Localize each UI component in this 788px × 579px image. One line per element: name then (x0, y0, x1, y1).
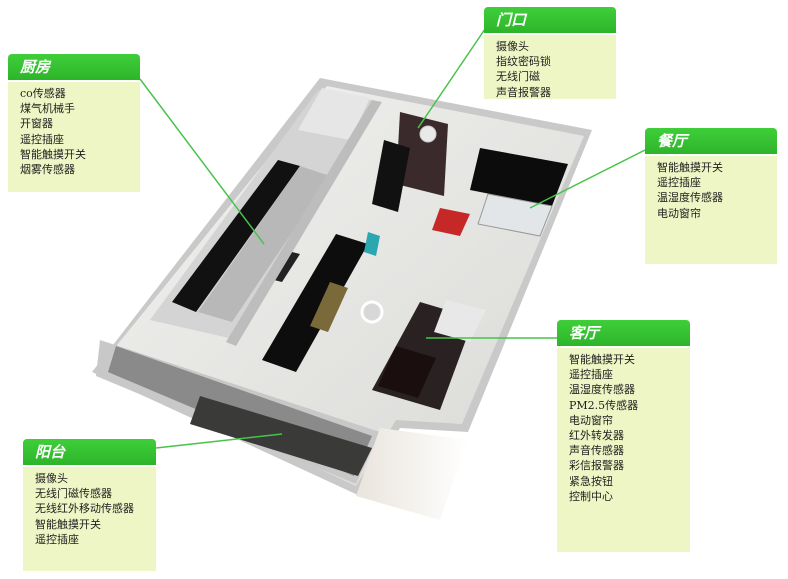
tv-wall (262, 234, 368, 372)
list-item: co传感器 (20, 87, 66, 100)
sofa (434, 300, 486, 342)
kitchen-bathroom (298, 88, 370, 140)
kitchen-counter (172, 160, 300, 312)
callout-kitchen-title: 厨房 (8, 54, 140, 80)
dining-table (477, 193, 553, 237)
coffee-table (378, 346, 436, 398)
list-item: 控制中心 (569, 489, 613, 503)
callout-balcony-title: 阳台 (23, 439, 156, 465)
heart-rug (432, 208, 470, 236)
connector-balcony (155, 433, 283, 449)
list-item: 智能触摸开关 (20, 147, 86, 161)
wall-painting (310, 282, 348, 332)
list-item: 智能触摸开关 (569, 353, 635, 366)
entrance-cabinet (372, 140, 410, 212)
list-item: 紧急按钮 (569, 474, 613, 488)
list-item: 温湿度传感器 (569, 383, 635, 397)
list-item: 遥控插座 (35, 532, 79, 546)
list-item: 无线红外移动传感器 (35, 502, 134, 516)
list-item: 温湿度传感器 (657, 191, 723, 205)
callout-kitchen: 厨房 co传感器 煤气机械手 开窗器 遥控插座 智能触摸开关 烟雾传感器 (8, 54, 140, 192)
list-item: 烟雾传感器 (20, 163, 75, 177)
list-item: 遥控插座 (20, 132, 64, 146)
list-item: 开窗器 (20, 117, 53, 131)
callout-entrance: 门口 摄像头 指纹密码锁 无线门磁 声音报警器 (484, 7, 616, 99)
callout-entrance-list: 摄像头 指纹密码锁 无线门磁 声音报警器 (484, 35, 616, 99)
teal-chair (364, 232, 380, 256)
list-item: 声音传感器 (569, 444, 624, 458)
divider-wall (226, 100, 382, 346)
list-item: 指纹密码锁 (496, 55, 551, 69)
list-item: 电动窗帘 (657, 206, 701, 220)
list-item: 红外转发器 (569, 429, 624, 443)
list-item: 智能触摸开关 (35, 517, 101, 531)
balcony-shadow (356, 428, 468, 520)
dining-window (470, 148, 568, 206)
list-item: 摄像头 (496, 40, 529, 53)
list-item: PM2.5传感器 (569, 398, 639, 412)
list-item: 彩信报警器 (569, 459, 624, 473)
connector-kitchen (139, 78, 265, 245)
callout-living-room: 客厅 智能触摸开关 遥控插座 温湿度传感器 PM2.5传感器 电动窗帘 红外转发… (557, 320, 690, 552)
list-item: 遥控插座 (569, 368, 613, 382)
living-sensor-marker (360, 300, 384, 324)
list-item: 摄像头 (35, 472, 68, 485)
callout-living-room-title: 客厅 (557, 320, 690, 346)
callout-balcony-list: 摄像头 无线门磁传感器 无线红外移动传感器 智能触摸开关 遥控插座 (23, 467, 156, 571)
connector-entrance (417, 28, 486, 129)
callout-dining: 餐厅 智能触摸开关 遥控插座 温湿度传感器 电动窗帘 (645, 128, 777, 264)
list-item: 无线门磁 (496, 70, 540, 84)
connector-dining (529, 149, 646, 209)
callout-dining-title: 餐厅 (645, 128, 777, 154)
callout-entrance-title: 门口 (484, 7, 616, 33)
balcony-railing (190, 396, 372, 476)
list-item: 遥控插座 (657, 176, 701, 190)
list-item: 智能触摸开关 (657, 161, 723, 174)
callout-dining-list: 智能触摸开关 遥控插座 温湿度传感器 电动窗帘 (645, 156, 777, 264)
list-item: 无线门磁传感器 (35, 487, 112, 501)
callout-living-room-list: 智能触摸开关 遥控插座 温湿度传感器 PM2.5传感器 电动窗帘 红外转发器 声… (557, 348, 690, 552)
list-item: 声音报警器 (496, 85, 551, 99)
callout-balcony: 阳台 摄像头 无线门磁传感器 无线红外移动传感器 智能触摸开关 遥控插座 (23, 439, 156, 571)
door-sensor-marker (419, 125, 437, 143)
callout-kitchen-list: co传感器 煤气机械手 开窗器 遥控插座 智能触摸开关 烟雾传感器 (8, 82, 140, 192)
list-item: 电动窗帘 (569, 413, 613, 427)
list-item: 煤气机械手 (20, 102, 75, 116)
